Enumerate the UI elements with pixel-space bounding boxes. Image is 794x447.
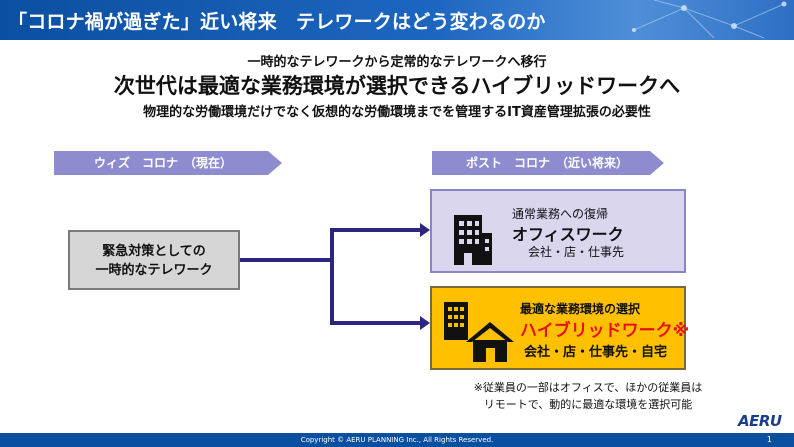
page-title: 「コロナ禍が過ぎた」近い将来 テレワークはどう変わるのか bbox=[8, 11, 546, 33]
current-telework-box: 緊急対策としての 一時的なテレワーク bbox=[68, 230, 240, 290]
current-line2: 一時的なテレワーク bbox=[95, 263, 213, 278]
copyright-text: Copyright © AERU PLANNING Inc., All Righ… bbox=[300, 436, 494, 444]
title-bar: 「コロナ禍が過ぎた」近い将来 テレワークはどう変わるのか bbox=[0, 0, 794, 40]
aeru-logo: AERU bbox=[738, 412, 782, 430]
office-building-icon bbox=[454, 215, 492, 265]
headline: 次世代は最適な業務環境が選択できるハイブリッドワークへ bbox=[113, 74, 681, 98]
office-places: 会社・店・仕事先 bbox=[528, 245, 625, 259]
office-title: オフィスワーク bbox=[512, 225, 624, 244]
footnote-line1: ※従業員の一部はオフィスで、ほかの従業員は bbox=[473, 381, 703, 394]
footnote-line2: リモートで、動的に最適な環境を選択可能 bbox=[483, 398, 693, 411]
phase-arrow-with-corona: ウィズ コロナ （現在） bbox=[54, 151, 282, 175]
hybrid-work-box: 最適な業務環境の選択 ハイブリッドワーク※ 会社・店・仕事先・自宅 bbox=[430, 286, 690, 370]
subtitle-asset-management: 物理的な労働環境だけでなく仮想的な労働環境までを管理するIT資産管理拡張の必要性 bbox=[143, 105, 651, 120]
building-and-house-icon bbox=[444, 302, 514, 362]
office-caption: 通常業務への復帰 bbox=[512, 207, 609, 221]
office-work-box: 通常業務への復帰 オフィスワーク 会社・店・仕事先 bbox=[430, 189, 686, 273]
page-number: 1 bbox=[766, 435, 772, 444]
hybrid-caption: 最適な業務環境の選択 bbox=[520, 302, 641, 316]
network-decoration bbox=[632, 0, 787, 39]
phase-arrow-post-corona: ポスト コロナ （近い将来） bbox=[432, 151, 664, 175]
footnote: ※従業員の一部はオフィスで、ほかの従業員は リモートで、動的に最適な環境を選択可… bbox=[448, 379, 728, 413]
subtitle-transition: 一時的なテレワークから定常的なテレワークへ移行 bbox=[247, 55, 547, 70]
hybrid-title: ハイブリッドワーク※ bbox=[520, 321, 690, 341]
hybrid-places: 会社・店・仕事先・自宅 bbox=[524, 345, 668, 360]
footer-bar: Copyright © AERU PLANNING Inc., All Righ… bbox=[0, 433, 794, 447]
current-line1: 緊急対策としての bbox=[102, 244, 206, 259]
